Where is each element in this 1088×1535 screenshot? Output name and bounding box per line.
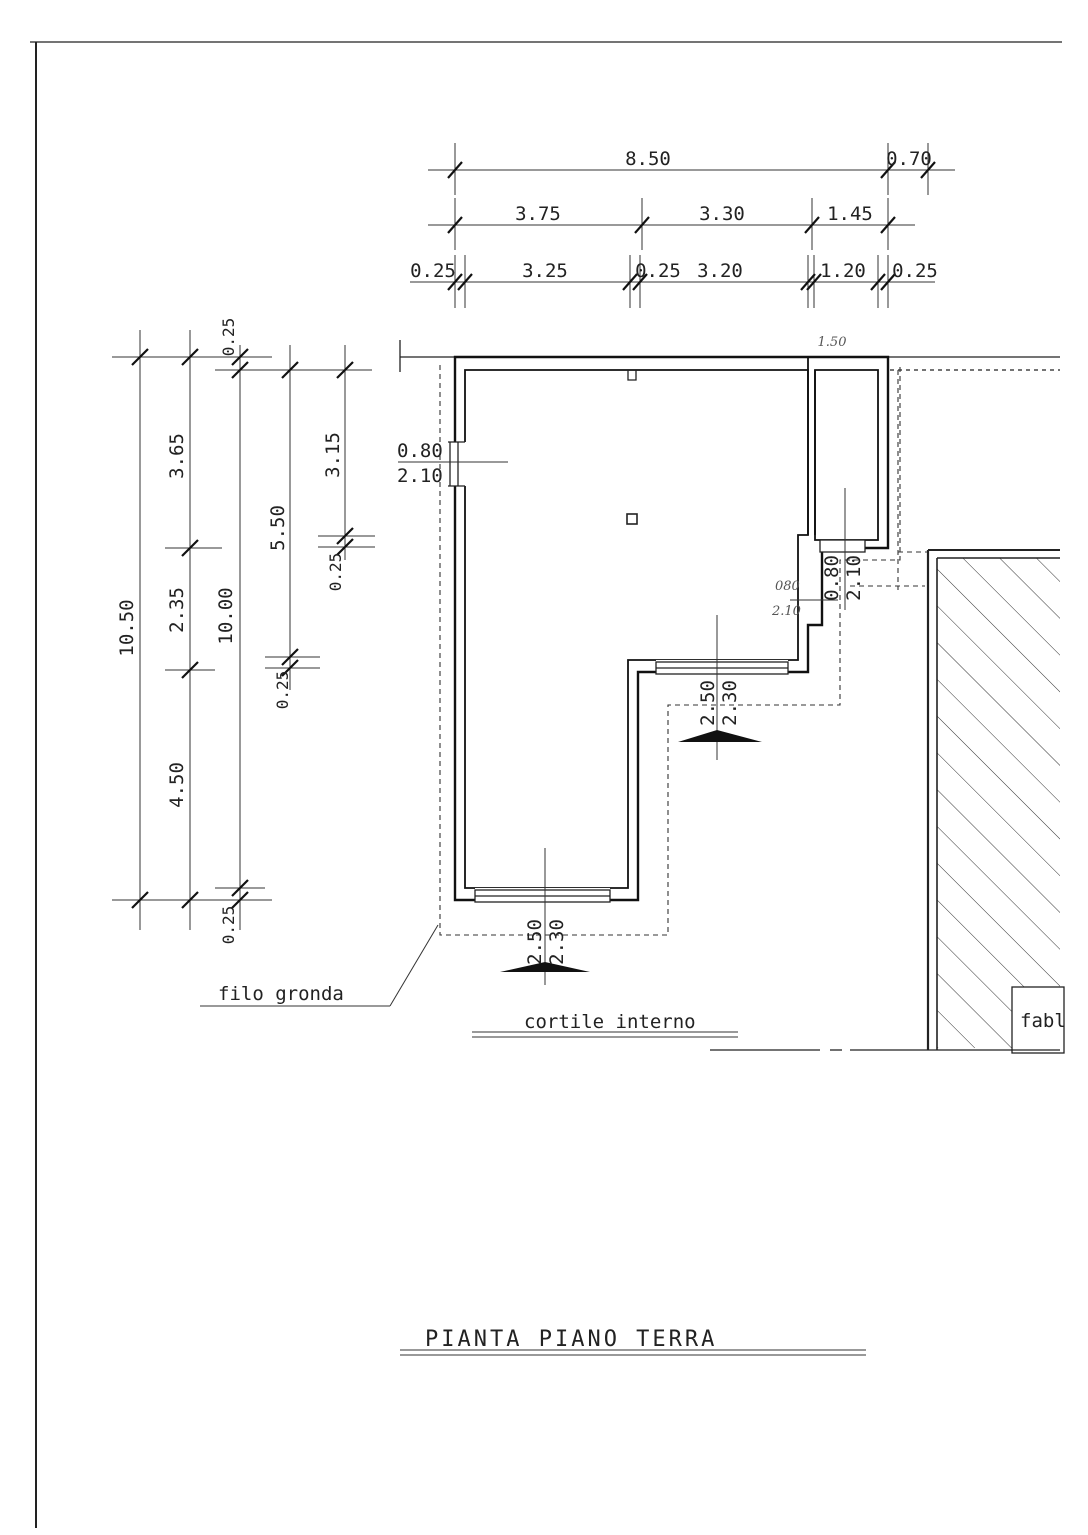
- dim-service-depth: 3.15: [322, 432, 344, 478]
- door-inner-hand-height: 2.10: [771, 604, 801, 619]
- neighbor-building-label: fabl: [1020, 1010, 1066, 1032]
- door-south-width: 2.50: [524, 919, 546, 965]
- handwritten-note: 1.50: [818, 335, 847, 350]
- dim-wall-west: 0.25: [410, 260, 456, 282]
- dim-depth-a: 3.65: [166, 433, 188, 479]
- door-inner-width: 0.80: [821, 555, 843, 601]
- dim-total-width: 8.50: [625, 148, 671, 170]
- door-south-height: 2.30: [546, 919, 568, 965]
- dim-total-depth: 10.50: [116, 599, 138, 656]
- dim-eave-offset: 0.70: [886, 148, 932, 170]
- dim-depth-b: 2.35: [166, 587, 188, 633]
- dim-wall-east: 0.25: [892, 260, 938, 282]
- dim-room-b: 3.20: [697, 260, 743, 282]
- dim-service-wall: 0.25: [326, 553, 345, 592]
- eave-line-label: filo gronda: [218, 983, 344, 1005]
- dim-partial-wall: 0.25: [273, 671, 292, 710]
- dim-top-wall: 0.25: [219, 318, 238, 357]
- dim-room-c: 1.20: [820, 260, 866, 282]
- annotations: filo gronda cortile interno: [200, 924, 738, 1038]
- eave-outline: [439, 365, 928, 936]
- door-east-height: 2.30: [719, 680, 741, 726]
- sheet-frame: [30, 41, 1062, 1528]
- left-dimension-chains: 10.50 3.65 2.35 4.50 10.00 0.25 0.25 5.5…: [112, 318, 375, 945]
- openings: 0.80 2.10: [397, 440, 866, 904]
- top-dimension-chains: 8.50 0.70 3.75 3.30 1.45 0.25 3.25: [410, 143, 955, 350]
- dim-width-b: 3.30: [699, 203, 745, 225]
- window-width: 0.80: [397, 440, 443, 462]
- dim-width-c: 1.45: [827, 203, 873, 225]
- dim-partial-depth: 5.50: [267, 505, 289, 551]
- section-markers: 2.50 2.30 2.50 2.30 0.80 2.10 080 2.10: [500, 488, 865, 985]
- door-inner-height: 2.10: [843, 555, 865, 601]
- door-inner-hand-width: 080: [775, 579, 800, 594]
- dim-wall-mid: 0.25: [635, 260, 681, 282]
- dim-depth-c: 4.50: [166, 762, 188, 808]
- courtyard-label: cortile interno: [524, 1011, 696, 1033]
- drawing-title: PIANTA PIANO TERRA: [425, 1327, 717, 1352]
- dim-inner-depth: 10.00: [215, 587, 237, 644]
- dim-bottom-wall: 0.25: [219, 906, 238, 945]
- dim-width-a: 3.75: [515, 203, 561, 225]
- drawing-title-block: PIANTA PIANO TERRA: [400, 1327, 866, 1356]
- dim-room-a: 3.25: [522, 260, 568, 282]
- door-east-width: 2.50: [697, 680, 719, 726]
- window-height: 2.10: [397, 465, 443, 487]
- neighbor-building: fabl: [710, 549, 1066, 1054]
